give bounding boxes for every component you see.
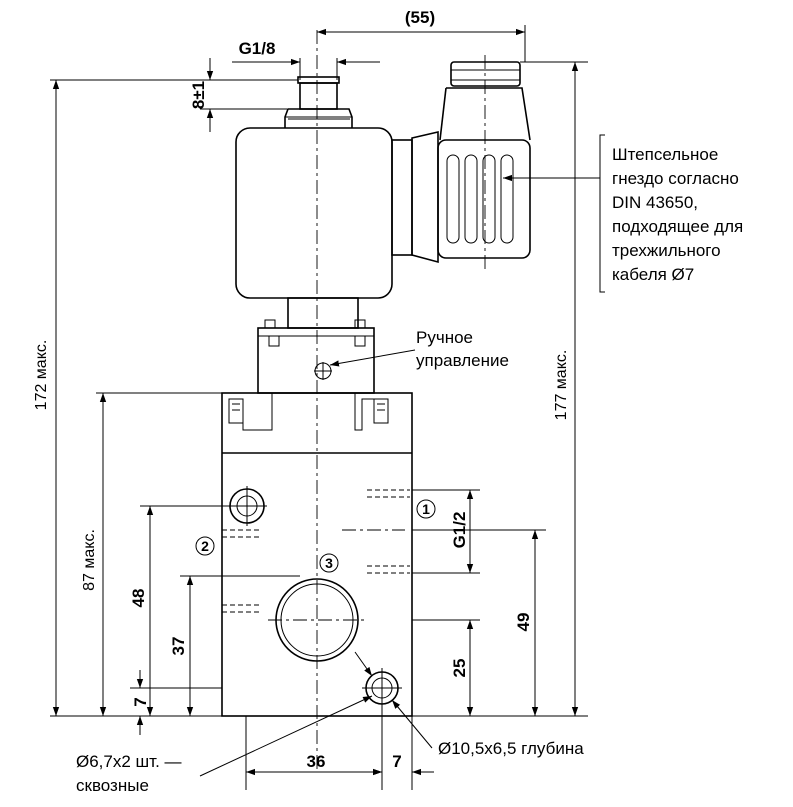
hole-depth-callout: Ø10,5x6,5 глубина bbox=[438, 739, 584, 758]
extension-lines bbox=[50, 25, 588, 790]
dim-8: 8±1 bbox=[189, 81, 208, 109]
dim-37: 37 bbox=[169, 637, 188, 656]
dim-172: 172 макс. bbox=[33, 340, 50, 411]
dimension-lines bbox=[52, 28, 579, 776]
svg-text:подходящее для: подходящее для bbox=[612, 217, 743, 236]
dim-width-55: (55) bbox=[405, 8, 435, 27]
port-3-label: 3 bbox=[325, 555, 333, 571]
leader-lines bbox=[199, 134, 605, 777]
svg-text:Ручное: Ручное bbox=[416, 328, 473, 347]
dim-36: 36 bbox=[307, 752, 326, 771]
dim-7-bottom: 7 bbox=[392, 752, 401, 771]
svg-text:гнездо согласно: гнездо согласно bbox=[612, 169, 739, 188]
dim-g12: G1/2 bbox=[450, 512, 469, 549]
coil bbox=[235, 76, 393, 329]
port-2-label: 2 bbox=[201, 538, 209, 554]
svg-text:кабеля Ø7: кабеля Ø7 bbox=[612, 265, 694, 284]
through-holes-callout: Ø6,7x2 шт. — сквозные bbox=[76, 752, 182, 795]
dim-49: 49 bbox=[514, 613, 533, 632]
mounting-hole bbox=[362, 668, 402, 708]
svg-text:сквозные: сквозные bbox=[76, 776, 149, 795]
dim-g18: G1/8 bbox=[239, 39, 276, 58]
port-1-label: 1 bbox=[422, 501, 430, 517]
svg-text:DIN 43650,: DIN 43650, bbox=[612, 193, 698, 212]
dim-87: 87 макс. bbox=[81, 529, 98, 591]
dim-25: 25 bbox=[450, 659, 469, 678]
din-connector bbox=[391, 61, 531, 264]
port-1-marker bbox=[416, 499, 436, 519]
svg-text:трехжильного: трехжильного bbox=[612, 241, 721, 260]
dim-177: 177 макс. bbox=[553, 350, 570, 421]
dim-7-left: 7 bbox=[131, 697, 150, 706]
port-2-marker bbox=[195, 536, 215, 556]
svg-text:Ø6,7x2 шт. —: Ø6,7x2 шт. — bbox=[76, 752, 182, 771]
manual-override-callout: Ручное управление bbox=[416, 328, 509, 370]
actuator-block bbox=[257, 319, 375, 394]
port-labels: 1 2 3 bbox=[195, 499, 436, 573]
svg-text:управление: управление bbox=[416, 351, 509, 370]
port-2-circle bbox=[227, 486, 267, 526]
connector-ribs bbox=[446, 154, 514, 244]
dim-48: 48 bbox=[129, 589, 148, 608]
svg-text:Штепсельное: Штепсельное bbox=[612, 145, 718, 164]
connector-callout: Штепсельное гнездо согласно DIN 43650, п… bbox=[612, 145, 743, 284]
port-3-marker bbox=[319, 553, 339, 573]
